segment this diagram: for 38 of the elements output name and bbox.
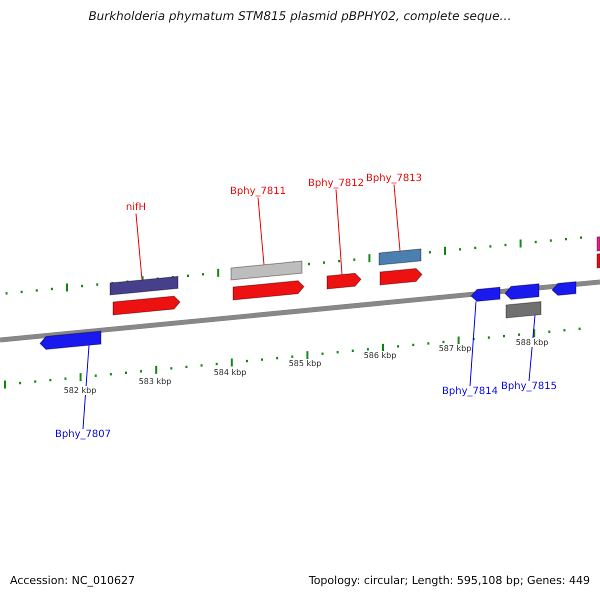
gene-label: Bphy_7815 — [501, 381, 557, 392]
gene-label: Bphy_7812 — [308, 178, 364, 190]
leader-line — [336, 189, 342, 276]
gene-label: Bphy_7813 — [366, 173, 422, 184]
gene-feature — [232, 280, 305, 301]
gene-feature — [39, 330, 102, 350]
leader-line — [394, 184, 400, 252]
gene-label: Bphy_7814 — [442, 386, 498, 398]
scale-label: 585 kbp — [288, 359, 322, 368]
leader-line — [82, 344, 90, 430]
leader-line — [470, 301, 476, 386]
gene-bar — [596, 253, 600, 269]
scale-label: 586 kbp — [364, 351, 396, 360]
footer-text: Accession: NC_010627 — [10, 575, 136, 588]
gene-label: nifH — [126, 202, 146, 214]
gene-feature — [326, 272, 362, 290]
leader-line — [528, 314, 536, 382]
scale-label: 582 kbp — [64, 386, 96, 396]
gene-label: Bphy_7807 — [55, 429, 111, 440]
gene-feature — [470, 286, 500, 302]
gene-feature — [504, 283, 540, 300]
gene-bar — [230, 260, 302, 281]
leader-line — [258, 197, 264, 266]
gene-bar — [378, 248, 422, 266]
footer-text: Topology: circular; Length: 595,108 bp; Genes: 449 — [308, 575, 590, 588]
scale-label: 587 kbp — [438, 344, 472, 354]
gene-bar — [110, 276, 178, 296]
scale-label: 583 kbp — [138, 377, 172, 386]
gene-feature — [551, 281, 576, 296]
scale-label: 584 kbp — [214, 368, 246, 378]
gene-bar — [506, 301, 542, 319]
title: Burkholderia phymatum STM815 plasmid pBPHY02, complete seque… — [87, 10, 513, 24]
gene-feature — [112, 296, 181, 316]
gene-feature — [380, 268, 423, 286]
gene-label: Bphy_7811 — [230, 186, 286, 198]
gene-bar — [596, 236, 600, 252]
scale-label: 588 kbp — [516, 338, 548, 348]
leader-line — [136, 213, 142, 280]
